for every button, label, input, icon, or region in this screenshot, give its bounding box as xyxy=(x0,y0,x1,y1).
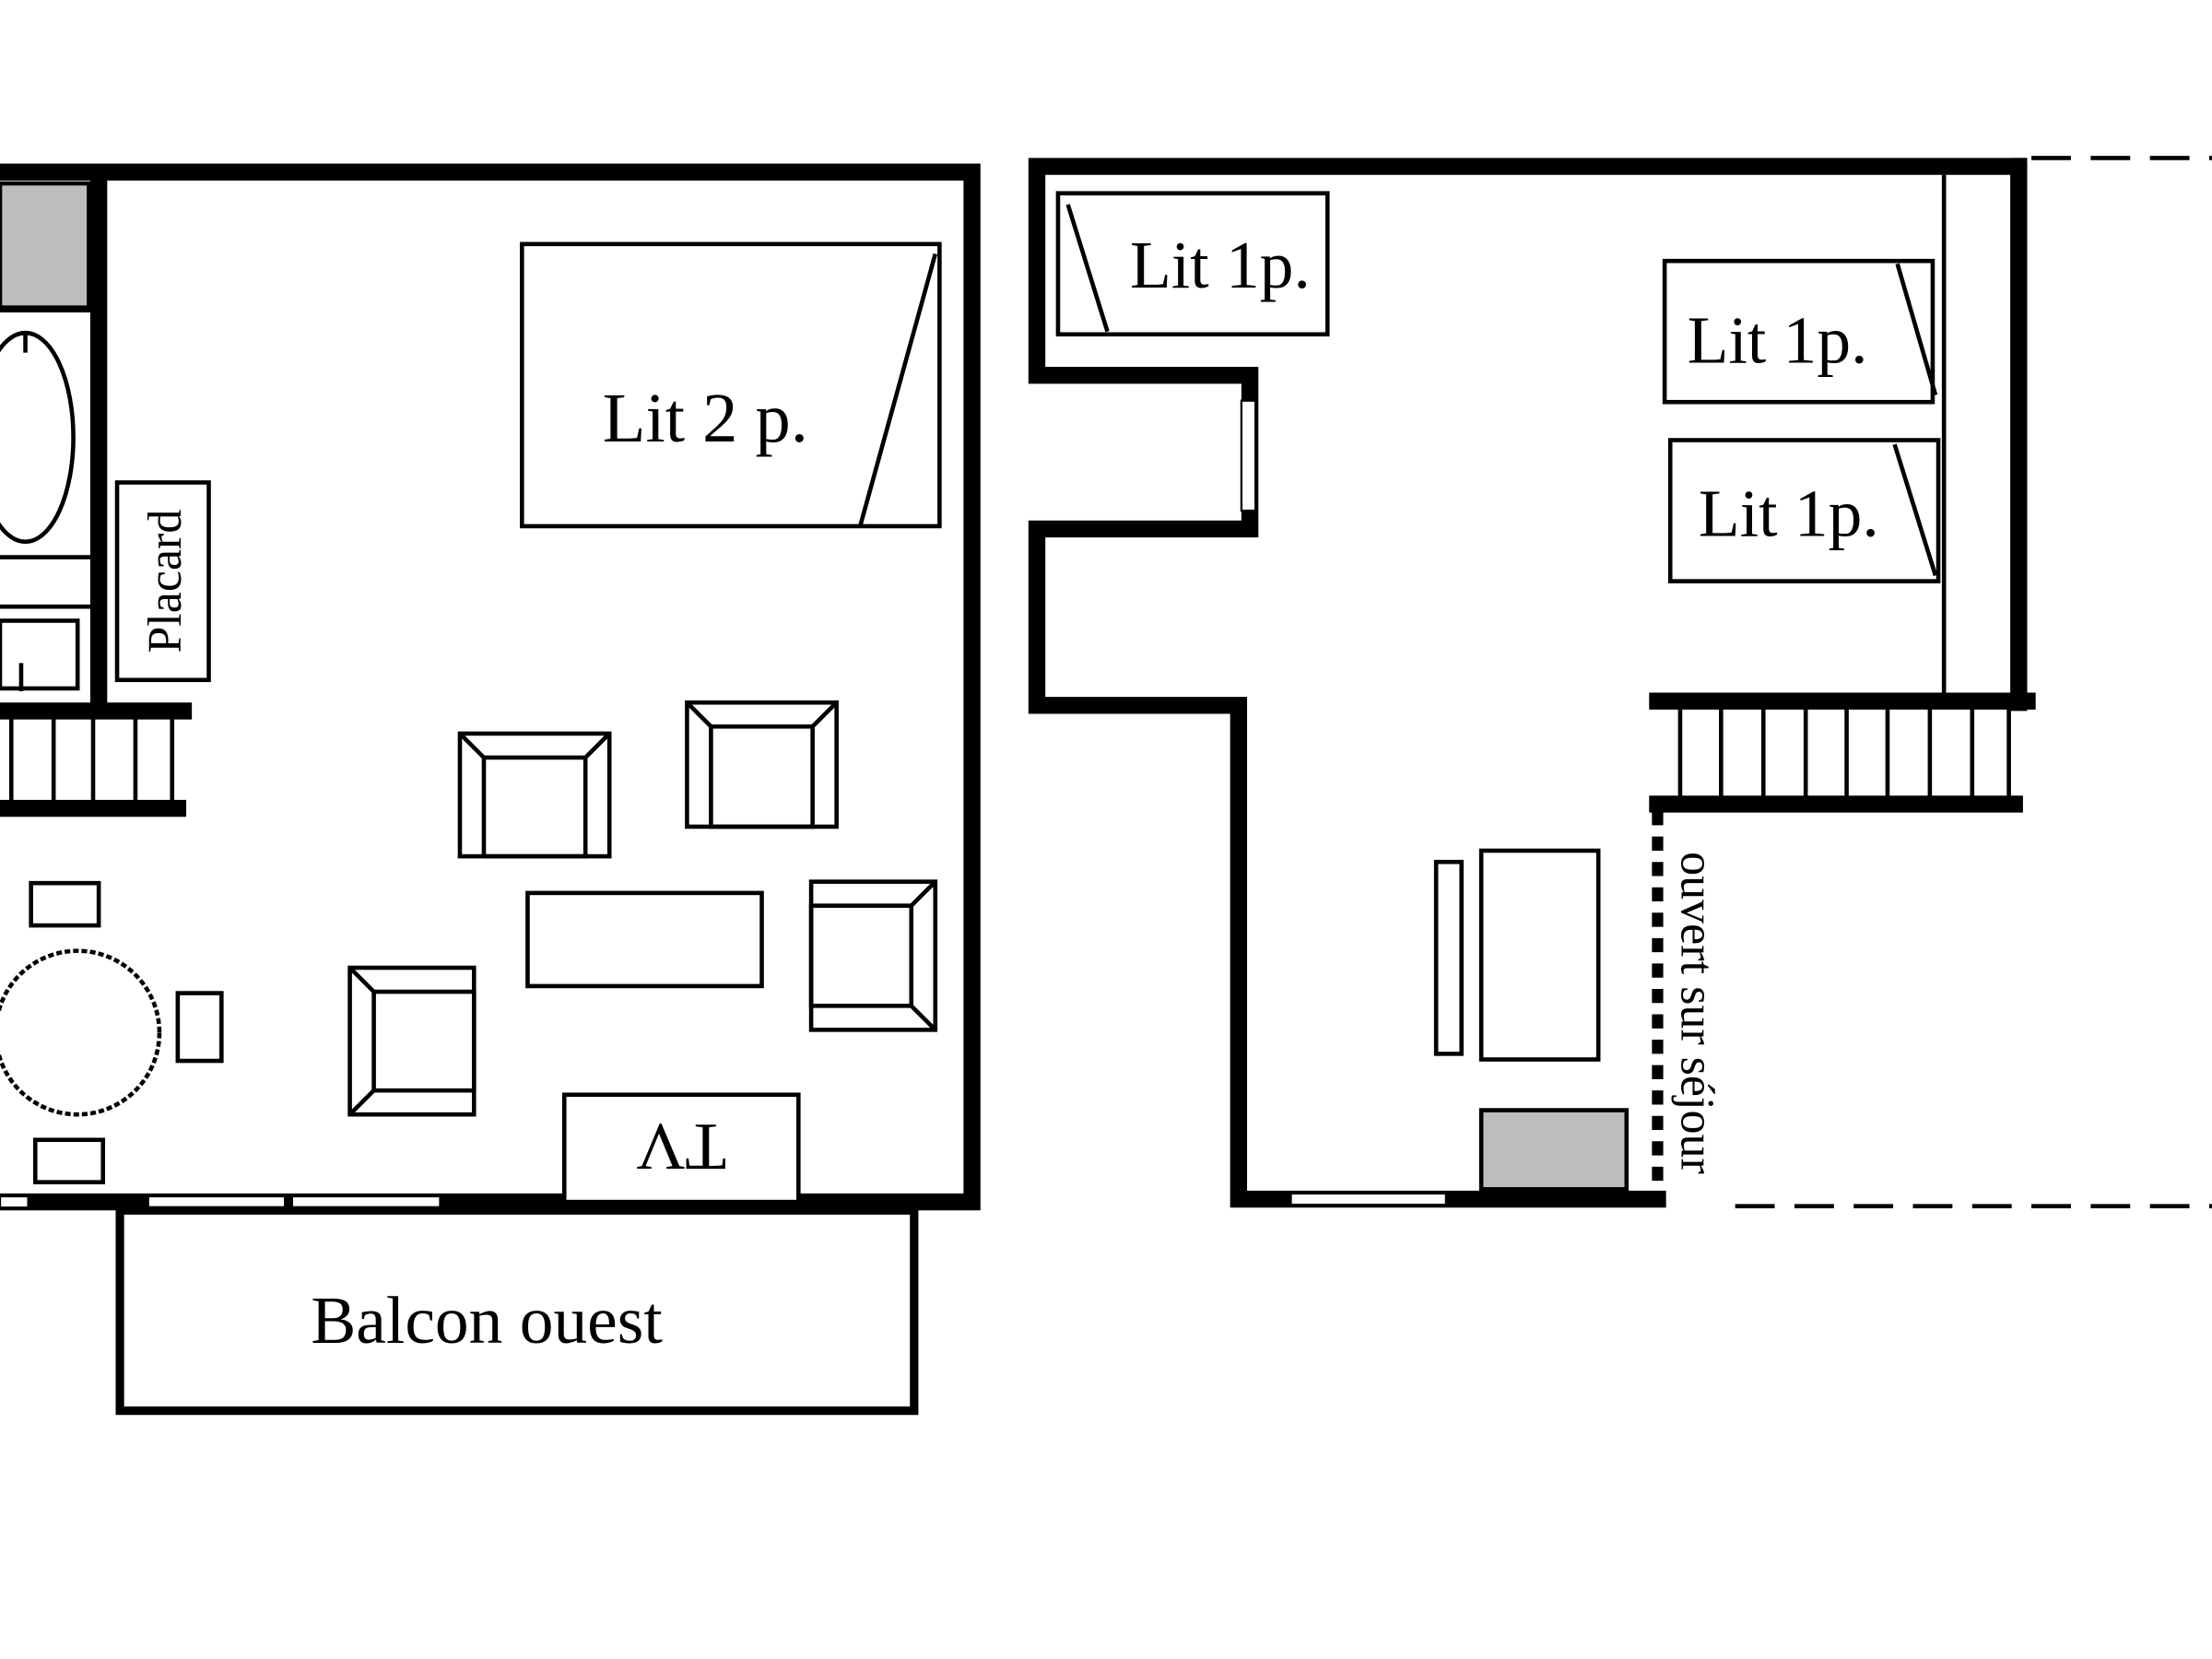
double-bed: Lit 2 p. xyxy=(520,241,942,529)
right-unit: Lit 1p. Lit 1p. Lit 1p. xyxy=(1028,156,2212,1208)
closet-label: Placard xyxy=(139,510,192,653)
window xyxy=(1289,1192,1448,1206)
single-bed-label: Lit 1p. xyxy=(1699,477,1879,551)
tv-unit: TV xyxy=(561,1092,801,1205)
balcony: Balcon ouest xyxy=(115,1206,919,1416)
coffee-table xyxy=(525,890,764,989)
shower-tray xyxy=(0,181,91,310)
window xyxy=(1240,399,1257,512)
staircase-left xyxy=(0,702,193,818)
windows-bottom xyxy=(0,1194,441,1209)
storage-unit xyxy=(1478,1108,1630,1192)
single-bed: Lit 1p. xyxy=(1667,438,1941,583)
single-bed: Lit 1p. xyxy=(1055,191,1330,337)
balcony-label: Balcon ouest xyxy=(311,1283,662,1358)
armchair xyxy=(685,700,839,830)
open-note: ouvert sur séjour xyxy=(1670,852,1723,1174)
desk xyxy=(1433,848,1601,1062)
right-outer-walls xyxy=(1028,158,2028,1208)
bathtub xyxy=(0,330,76,545)
tv-label: TV xyxy=(636,1110,726,1184)
armchair xyxy=(347,965,477,1117)
left-outer-walls xyxy=(0,163,981,1211)
double-bed-label: Lit 2 p. xyxy=(603,379,808,457)
single-bed-label: Lit 1p. xyxy=(1130,228,1311,302)
single-bed: Lit 1p. xyxy=(1662,258,1938,405)
sink xyxy=(0,618,80,691)
armchair xyxy=(808,879,938,1032)
dining-table xyxy=(0,880,224,1184)
armchair xyxy=(457,731,612,859)
left-unit: Placard Lit 2 p. xyxy=(0,163,981,1416)
staircase-right xyxy=(1649,692,2036,813)
single-bed-label: Lit 1p. xyxy=(1688,302,1868,377)
closet: Placard xyxy=(114,480,211,683)
